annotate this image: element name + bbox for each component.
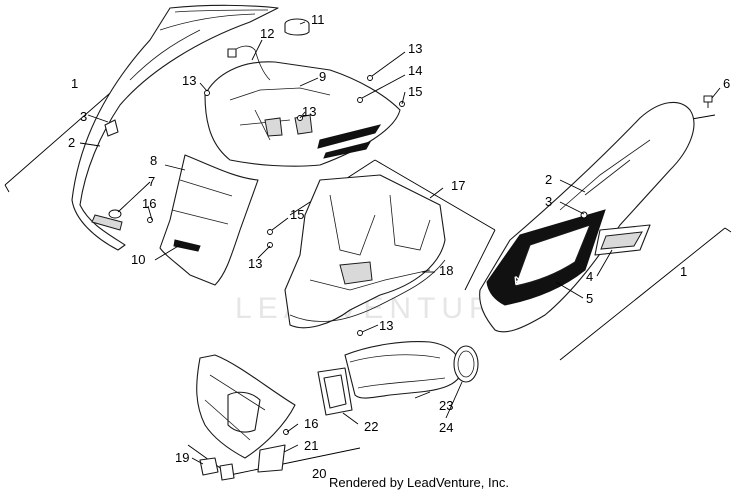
callout-3-right: 3 xyxy=(545,194,552,209)
callout-13-a: 13 xyxy=(182,73,196,88)
clip-parts xyxy=(199,457,235,481)
callout-19: 19 xyxy=(175,450,189,465)
callout-13-e: 13 xyxy=(379,318,393,333)
gasket-22 xyxy=(317,367,353,416)
callout-24: 24 xyxy=(439,420,453,435)
callout-15-a: 15 xyxy=(408,84,422,99)
footer-credit: Rendered by LeadVenture, Inc. xyxy=(329,475,509,490)
callout-8: 8 xyxy=(150,153,157,168)
lower-front-bracket xyxy=(196,354,296,459)
callout-9: 9 xyxy=(319,69,326,84)
callout-13-b: 13 xyxy=(408,41,422,56)
callout-18: 18 xyxy=(439,263,453,278)
upper-hood xyxy=(204,61,401,167)
callout-12: 12 xyxy=(260,26,274,41)
hardware-pieces xyxy=(108,75,588,435)
clamp-24 xyxy=(453,345,479,383)
callout-21: 21 xyxy=(304,438,318,453)
callout-16-lower: 16 xyxy=(304,416,318,431)
callout-13-d: 13 xyxy=(248,256,262,271)
tray-seal xyxy=(289,259,446,322)
callout-15-b: 15 xyxy=(290,207,304,222)
plate-21 xyxy=(257,444,286,473)
leader-lines xyxy=(79,21,721,465)
callout-6: 6 xyxy=(723,76,730,91)
callout-20: 20 xyxy=(312,466,326,481)
wiring-part xyxy=(227,45,271,81)
right-side-panel: ARCTIC CAT xyxy=(479,101,695,333)
callout-7: 7 xyxy=(148,174,155,189)
callout-2-right: 2 xyxy=(545,172,552,187)
callout-labels: 1 2 3 7 16 8 10 12 11 13 9 13 14 15 13 1… xyxy=(68,12,730,481)
callout-10: 10 xyxy=(131,252,145,267)
callout-22: 22 xyxy=(364,419,378,434)
callout-11: 11 xyxy=(311,12,325,27)
callout-3-left: 3 xyxy=(80,109,87,124)
left-side-panel xyxy=(71,4,279,251)
callout-4: 4 xyxy=(586,269,593,284)
callout-1-left: 1 xyxy=(71,76,78,91)
callout-5: 5 xyxy=(586,291,593,306)
callout-14: 14 xyxy=(408,63,422,78)
callout-17: 17 xyxy=(451,178,465,193)
callout-1-right: 1 xyxy=(680,264,687,279)
callout-13-c: 13 xyxy=(302,104,316,119)
callout-23: 23 xyxy=(439,398,453,413)
air-tray xyxy=(284,174,446,329)
fastener-6 xyxy=(703,95,713,108)
front-nose-panel xyxy=(159,154,259,286)
duct-23 xyxy=(344,341,463,399)
cap-part xyxy=(284,18,310,36)
callout-2-left: 2 xyxy=(68,135,75,150)
callout-16-left: 16 xyxy=(142,196,156,211)
